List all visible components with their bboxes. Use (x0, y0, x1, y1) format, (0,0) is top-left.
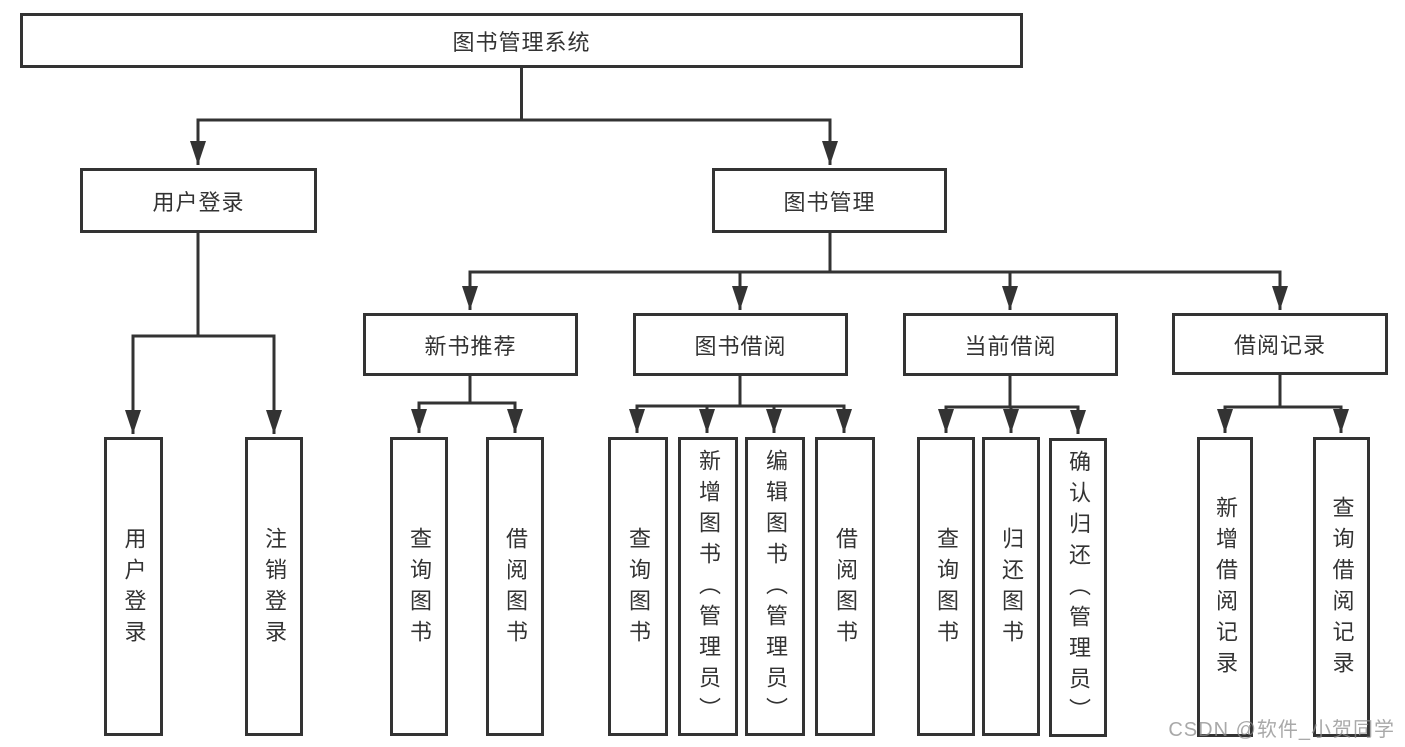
node-book-management: 图书管理 (712, 168, 947, 233)
leaf-query-books-recommend: 查询图书 (390, 437, 448, 736)
leaf-query-books-current: 查询图书 (917, 437, 975, 736)
leaf-user-login: 用户登录 (104, 437, 163, 736)
leaf-add-books-admin: 新增图书（管理员） (678, 437, 738, 736)
leaf-borrow-books: 借阅图书 (815, 437, 875, 736)
leaf-return-books: 归还图书 (982, 437, 1040, 736)
leaf-confirm-return-admin: 确认归还（管理员） (1049, 438, 1107, 737)
leaf-add-borrow-record: 新增借阅记录 (1197, 437, 1253, 737)
node-book-borrowing: 图书借阅 (633, 313, 848, 376)
node-library-management-system: 图书管理系统 (20, 13, 1023, 68)
node-user-login: 用户登录 (80, 168, 317, 233)
node-new-book-recommend: 新书推荐 (363, 313, 578, 376)
leaf-borrow-books-recommend: 借阅图书 (486, 437, 544, 736)
leaf-logout: 注销登录 (245, 437, 303, 736)
leaf-query-borrow-record: 查询借阅记录 (1313, 437, 1370, 737)
node-current-borrowing: 当前借阅 (903, 313, 1118, 376)
node-borrow-records: 借阅记录 (1172, 313, 1388, 375)
leaf-query-books-borrowing: 查询图书 (608, 437, 668, 736)
leaf-edit-books-admin: 编辑图书（管理员） (745, 437, 805, 736)
